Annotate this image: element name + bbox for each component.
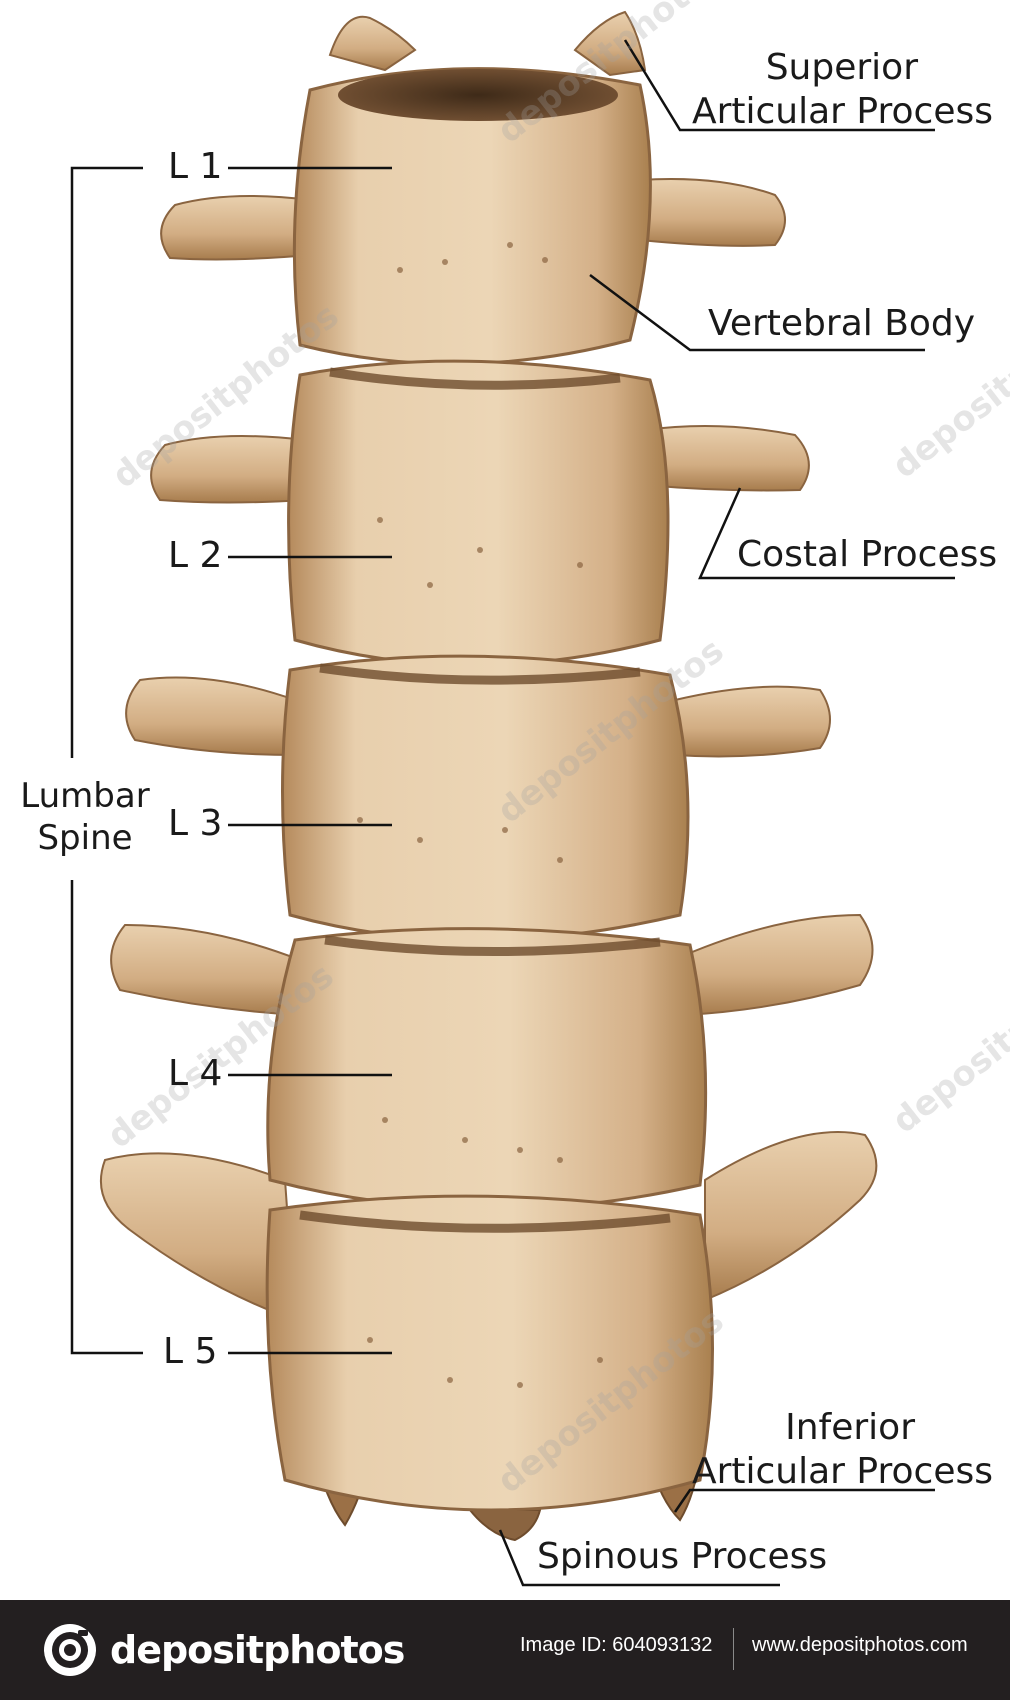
image-id-text: Image ID: 604093132 (520, 1634, 713, 1656)
leader-costal (698, 487, 955, 580)
vertebra-label-l2: L 2 (168, 535, 223, 576)
superior-label-line1: Superior (765, 47, 918, 88)
lumbar-spine-label-line1: Lumbar (20, 776, 150, 816)
lumbar-spine-label-line2: Spine (37, 818, 133, 858)
vertebral-body-label: Vertebral Body (708, 303, 976, 344)
brand-name: depositphotos (110, 1628, 405, 1672)
costal-process-label: Costal Process (737, 534, 998, 575)
leader-lines (70, 39, 955, 1587)
leader-superior (623, 39, 935, 132)
inferior-label-line2: Articular Process (691, 1451, 993, 1492)
vertebra-label-l3: L 3 (168, 803, 223, 844)
vertebra-label-l5: L 5 (163, 1331, 218, 1372)
vertebra-label-l4: L 4 (168, 1053, 223, 1094)
superior-articular-processes (328, 10, 647, 77)
brand-logo[interactable]: depositphotos (42, 1620, 405, 1680)
footer-divider (733, 1628, 734, 1670)
costal-processes (99, 178, 878, 1322)
vertebra-label-l1: L 1 (168, 146, 223, 187)
surface-texture (357, 242, 603, 1388)
bracket-top (70, 166, 143, 758)
camera-logo-icon (44, 1624, 96, 1676)
bracket-bottom (70, 880, 143, 1355)
spinous-process-label: Spinous Process (537, 1536, 828, 1577)
leader-spinous (498, 1529, 780, 1587)
superior-label-line2: Articular Process (691, 91, 993, 132)
inferior-label-line1: Inferior (785, 1407, 915, 1448)
leader-inferior (673, 1488, 935, 1513)
leader-vertebral-body (589, 274, 925, 352)
lumbar-spine-label: Lumbar Spine (10, 775, 160, 859)
site-url-link[interactable]: www.depositphotos.com (752, 1634, 968, 1656)
vertebral-bodies (265, 67, 714, 1512)
footer-bar: depositphotos Image ID: 604093132 www.de… (0, 1600, 1010, 1700)
lumbar-spine-illustration (70, 10, 955, 1587)
